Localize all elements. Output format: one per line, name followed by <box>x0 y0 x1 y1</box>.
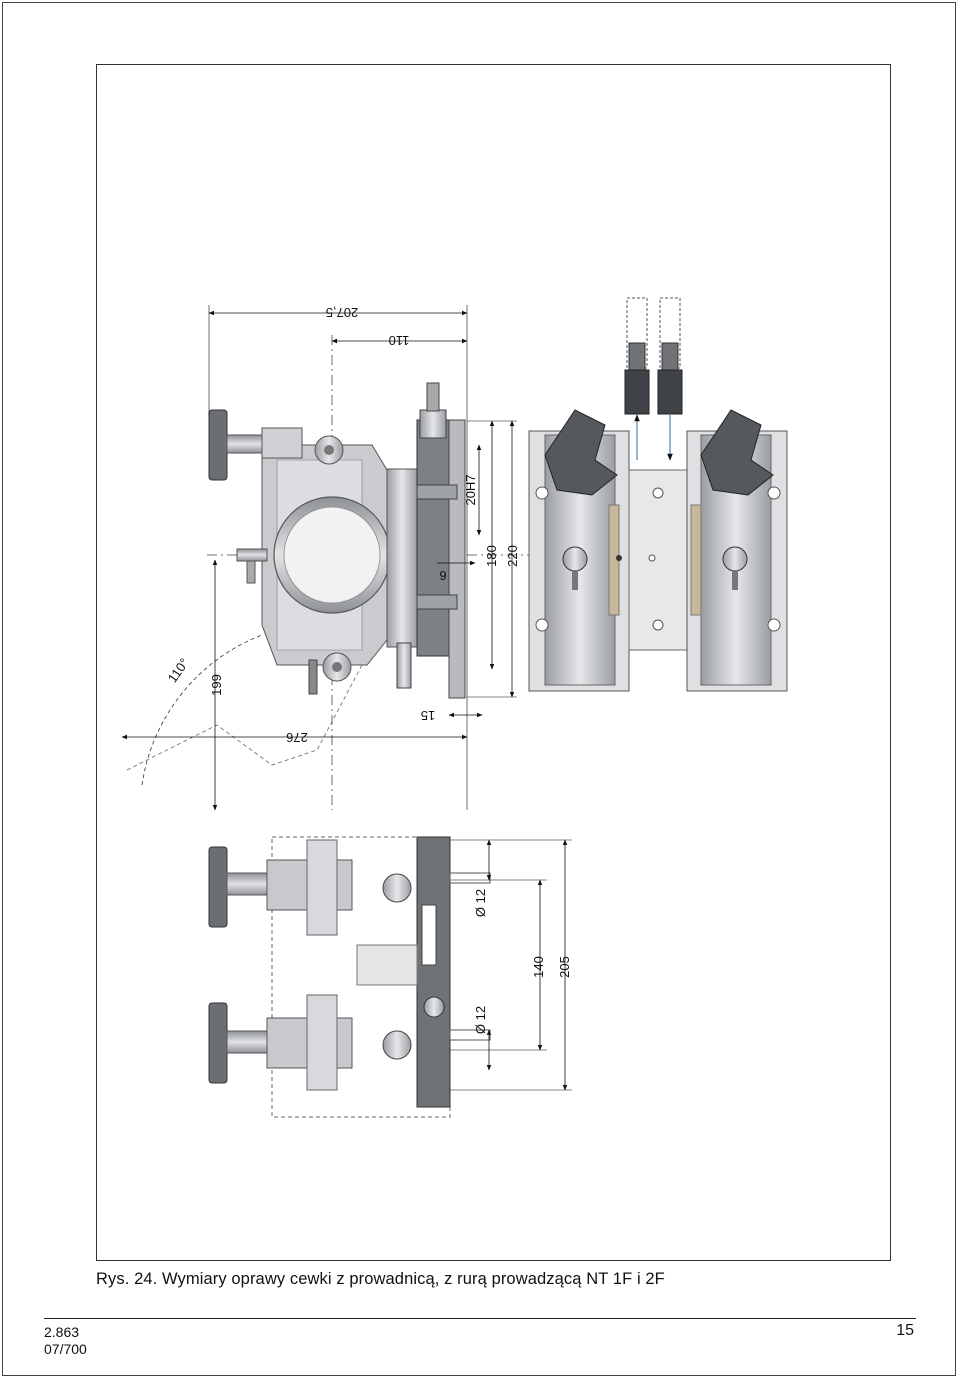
footer-divider <box>44 1318 916 1319</box>
right-coil-housing <box>686 409 788 692</box>
dim-207-5: 207,5 <box>326 305 359 320</box>
left-coil-housing <box>528 409 630 692</box>
dim-20h7: 20H7 <box>463 474 478 505</box>
dim-110: 110 <box>389 333 410 348</box>
side-view-assembly <box>126 335 537 810</box>
document-number: 2.863 07/700 <box>44 1324 87 1358</box>
dimension-lines-top-view <box>450 839 572 1091</box>
dim-205: 205 <box>557 956 572 978</box>
document-number-line-1: 2.863 <box>44 1324 80 1340</box>
dim-220: 220 <box>505 545 520 567</box>
dimension-labels-top-view: Ø 12 Ø 12 140 205 <box>473 889 572 1034</box>
dim-15: 15 <box>421 708 435 723</box>
dim-dia-12-lower: Ø 12 <box>473 1006 488 1034</box>
dim-276: 276 <box>286 730 308 745</box>
document-number-line-2: 07/700 <box>44 1341 87 1357</box>
front-view-assembly <box>528 297 788 692</box>
figure-caption: Rys. 24. Wymiary oprawy cewki z prowadni… <box>96 1270 665 1288</box>
dim-180: 180 <box>484 545 499 567</box>
dim-199: 199 <box>209 674 224 696</box>
dimension-lines-side-view <box>121 305 517 811</box>
dim-140: 140 <box>531 956 546 978</box>
dim-110-degree: 110° <box>165 655 192 685</box>
technical-drawing-frame: 207,5 110 20H7 6 180 220 15 276 199 110° <box>96 64 891 1261</box>
connector-plugs <box>624 297 683 461</box>
top-view-assembly <box>208 836 491 1118</box>
page-number: 15 <box>896 1322 914 1339</box>
technical-drawing: 207,5 110 20H7 6 180 220 15 276 199 110° <box>121 297 788 1118</box>
dim-6: 6 <box>439 568 446 583</box>
dim-dia-12-upper: Ø 12 <box>473 889 488 917</box>
